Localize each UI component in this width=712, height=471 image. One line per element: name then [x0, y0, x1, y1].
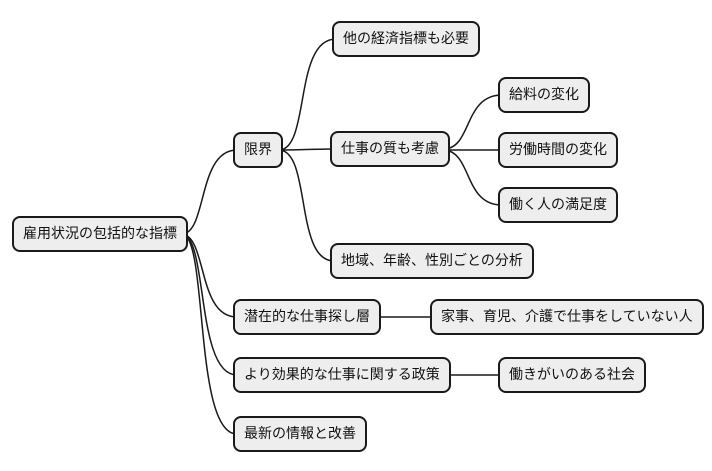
node-demographic-analysis: 地域、年齢、性別ごとの分析: [330, 243, 534, 279]
node-effective-policy: より効果的な仕事に関する政策: [233, 357, 451, 393]
edge-limits-demo: [279, 149, 335, 262]
edge-root-policy: [182, 233, 238, 376]
node-root: 雇用状況の包括的な指標: [12, 216, 188, 252]
node-latest-info: 最新の情報と改善: [233, 416, 367, 452]
node-rewarding-society: 働きがいのある社会: [498, 357, 646, 393]
node-limits: 限界: [233, 132, 283, 168]
node-other-indicators: 他の経済指標も必要: [332, 21, 480, 57]
node-hours-change: 労働時間の変化: [498, 132, 618, 168]
edge-quality-satisfy: [444, 149, 503, 206]
edge-root-limits: [182, 149, 238, 235]
node-job-quality: 仕事の質も考慮: [330, 131, 450, 167]
edge-limits-quality: [279, 148, 335, 151]
node-satisfaction: 働く人の満足度: [498, 187, 618, 223]
node-salary-change: 給料の変化: [498, 77, 590, 113]
edge-root-potential: [182, 233, 238, 318]
node-potential-jobseekers: 潜在的な仕事探し層: [233, 299, 381, 335]
edge-limits-other: [279, 38, 337, 151]
node-not-working-people: 家事、育児、介護で仕事をしていない人: [430, 299, 704, 335]
edge-quality-salary: [444, 94, 503, 150]
edge-root-latest: [182, 233, 238, 435]
